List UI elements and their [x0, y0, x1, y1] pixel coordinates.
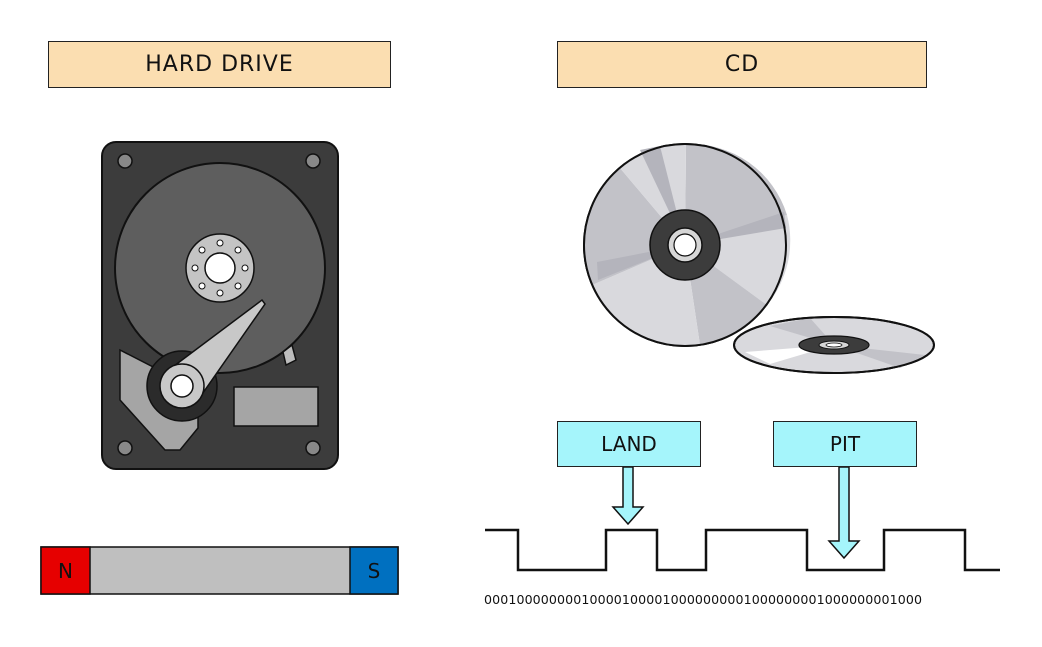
cd-disc-tilted-icon — [733, 316, 935, 374]
magnet-south-label: S — [367, 558, 381, 583]
bar-magnet-icon — [40, 546, 399, 595]
cd-disc-icon — [583, 143, 791, 347]
magnet-north-label: N — [58, 558, 73, 583]
pit-arrow-icon — [827, 466, 861, 560]
land-label: LAND — [557, 421, 701, 467]
binary-sequence: 0001000000001000010000100000000010000000… — [484, 592, 923, 607]
hard-drive-illustration — [101, 141, 339, 470]
land-arrow-icon — [611, 466, 645, 526]
land-pit-track — [485, 528, 1000, 572]
pit-label: PIT — [773, 421, 917, 467]
hard-drive-title: HARD DRIVE — [48, 41, 391, 88]
cd-title: CD — [557, 41, 927, 88]
